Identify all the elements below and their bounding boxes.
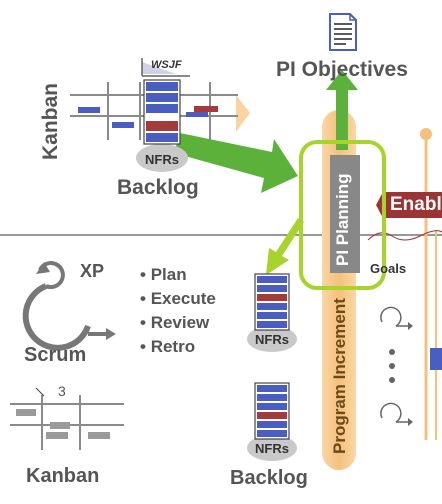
scrum-cycle-icon bbox=[22, 261, 116, 351]
right-edge-block bbox=[430, 348, 442, 370]
pi-planning-label: PI Planning bbox=[333, 173, 352, 266]
team-nfrs-label-2: NFRs bbox=[255, 441, 289, 456]
team-backlog-stack-2 bbox=[247, 382, 297, 461]
green-arrow-up bbox=[326, 70, 358, 150]
program-nfrs-label: NFRs bbox=[145, 152, 179, 167]
iteration-loop-icon-1 bbox=[380, 306, 413, 330]
pi-planning-bar bbox=[330, 155, 360, 273]
orange-triangle bbox=[236, 95, 250, 132]
team-kanban-label: Kanban bbox=[26, 465, 100, 487]
ellipsis-dots bbox=[389, 349, 395, 383]
program-kanban-label: Kanban bbox=[39, 82, 62, 160]
team-backlog-stack-1 bbox=[247, 273, 297, 352]
iteration-loop-icon-2 bbox=[380, 402, 413, 426]
document-icon bbox=[329, 13, 357, 51]
step-item: • Review bbox=[140, 313, 210, 332]
step-item: • Plan bbox=[140, 265, 187, 284]
step-item: • Execute bbox=[140, 289, 216, 308]
lime-arrow-down bbox=[266, 218, 304, 275]
scrum-label: Scrum bbox=[24, 344, 87, 366]
steps-list: • Plan • Execute • Review • Retro bbox=[140, 266, 216, 355]
pi-planning-highlight bbox=[299, 140, 386, 290]
step-item: • Retro bbox=[140, 337, 196, 356]
program-increment-label: Program Increment bbox=[330, 298, 349, 454]
team-backlog-label: Backlog bbox=[230, 467, 308, 489]
wsjf-label: WSJF bbox=[151, 59, 182, 71]
program-backlog-stack bbox=[136, 79, 188, 172]
timeline-dot bbox=[420, 128, 432, 140]
program-backlog-label: Backlog bbox=[117, 176, 199, 199]
wsjf-scale bbox=[142, 62, 176, 74]
enabler-band bbox=[376, 192, 442, 218]
goals-label: Goals bbox=[370, 261, 407, 276]
green-arrow-main bbox=[174, 133, 298, 193]
team-nfrs-label-1: NFRs bbox=[255, 332, 289, 347]
enabler-label: Enabl bbox=[390, 194, 442, 215]
team-kanban-board bbox=[10, 387, 124, 450]
nfrs-ellipse bbox=[136, 144, 188, 172]
kanban-board-number: 3 bbox=[58, 383, 66, 399]
xp-label: XP bbox=[80, 261, 105, 281]
pi-objectives-label: PI Objectives bbox=[276, 58, 408, 81]
